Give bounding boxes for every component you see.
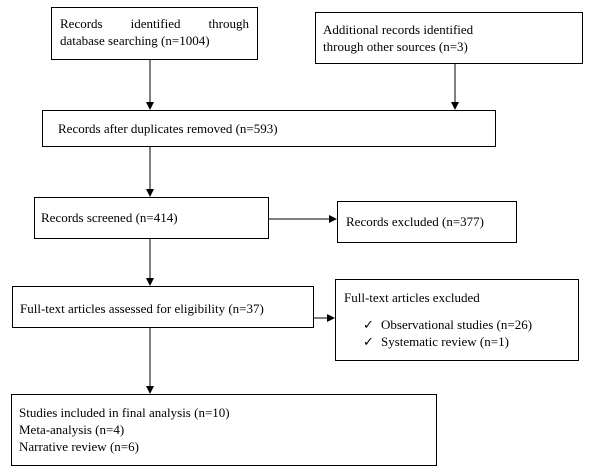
screened-label: Records screened (n=414)	[41, 210, 178, 225]
db-line2: database searching (n=1004)	[60, 33, 210, 48]
excluded-label: Records excluded (n=377)	[346, 214, 485, 229]
duplicates-label: Records after duplicates removed (n=593)	[58, 121, 278, 136]
studies-included-box: Studies included in final analysis (n=10…	[11, 394, 437, 466]
included-line3: Narrative review (n=6)	[19, 439, 139, 454]
fulltext-assessed-box: Full-text articles assessed for eligibil…	[12, 286, 314, 328]
exclusion-item-label: Observational studies (n=26)	[381, 317, 533, 332]
records-excluded-box: Records excluded (n=377)	[337, 201, 517, 243]
fulltext-label: Full-text articles assessed for eligibil…	[20, 301, 264, 316]
db-word-1: Records	[60, 16, 103, 31]
other-line2: through other sources (n=3)	[323, 39, 468, 54]
exclusion-item-label: Systematic review (n=1)	[381, 334, 509, 349]
db-word-3: through	[208, 16, 249, 31]
duplicates-removed-box: Records after duplicates removed (n=593)	[42, 110, 496, 147]
records-database-box: Records identified through database sear…	[51, 7, 258, 60]
records-other-sources-box: Additional records identified through ot…	[315, 12, 583, 64]
db-line1: Records identified through	[60, 15, 249, 32]
fulltext-excluded-title: Full-text articles excluded	[344, 290, 480, 305]
exclusion-item: ✓ Observational studies (n=26)	[363, 316, 578, 333]
db-word-2: identified	[130, 16, 181, 31]
records-screened-box: Records screened (n=414)	[34, 197, 269, 239]
fulltext-excluded-box: Full-text articles excluded ✓ Observation…	[335, 279, 579, 361]
checkmark-icon: ✓	[363, 317, 374, 332]
checkmark-icon: ✓	[363, 334, 374, 349]
exclusion-item: ✓ Systematic review (n=1)	[363, 333, 578, 350]
other-line1: Additional records identified	[323, 22, 474, 37]
included-line1: Studies included in final analysis (n=10…	[19, 405, 230, 420]
included-line2: Meta-analysis (n=4)	[19, 422, 125, 437]
